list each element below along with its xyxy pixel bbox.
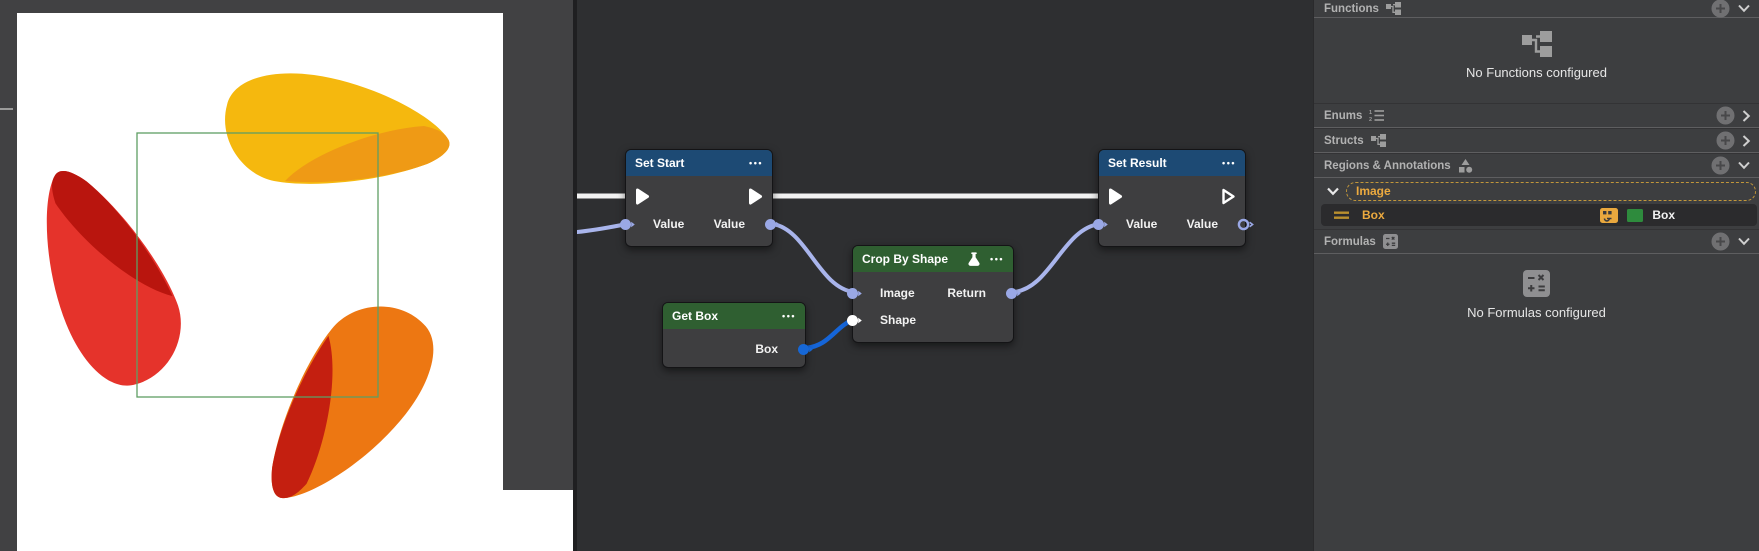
- value-wire-start-to-crop: [771, 222, 856, 294]
- value-wire-crop-to-result: [1012, 222, 1102, 294]
- regions-shapes-icon: [1458, 158, 1472, 173]
- exec-out-pin[interactable]: [1221, 188, 1236, 205]
- exec-in-pin[interactable]: [635, 188, 650, 205]
- node-menu-button[interactable]: •••: [749, 157, 763, 168]
- add-region-button[interactable]: [1711, 156, 1730, 175]
- secondary-page: [503, 490, 574, 551]
- functions-empty-state: No Functions configured: [1314, 18, 1759, 103]
- pin-label: Value: [713, 217, 745, 231]
- petal-orange: [271, 306, 434, 499]
- functions-empty-text: No Functions configured: [1466, 65, 1607, 80]
- node-set-start[interactable]: Set Start ••• Value Value: [620, 149, 780, 247]
- image-canvas[interactable]: [17, 13, 503, 551]
- chevron-down-icon[interactable]: [1737, 161, 1751, 170]
- node-header[interactable]: Set Start •••: [626, 150, 772, 176]
- experiment-flask-icon: [968, 252, 980, 266]
- exec-out-pin[interactable]: [748, 188, 763, 205]
- section-header-formulas[interactable]: Formulas: [1314, 229, 1759, 254]
- section-label: Formulas: [1324, 235, 1376, 248]
- section-label: Functions: [1324, 2, 1379, 15]
- svg-text:1: 1: [1369, 110, 1372, 116]
- chevron-down-icon[interactable]: [1737, 237, 1751, 246]
- structs-icon: [1370, 134, 1386, 147]
- value-out-pin[interactable]: [764, 218, 781, 231]
- pin-label: Box: [755, 342, 778, 356]
- panel-resize-handle[interactable]: [0, 108, 13, 110]
- pin-label: Value: [1126, 217, 1158, 231]
- node-header[interactable]: Crop By Shape •••: [853, 246, 1013, 272]
- exec-in-pin[interactable]: [1108, 188, 1123, 205]
- config-sidebar: Functions No Functions configured En: [1313, 0, 1759, 551]
- value-out-pin[interactable]: [1237, 218, 1254, 231]
- region-group-selected-outline[interactable]: Image: [1346, 181, 1756, 201]
- region-color-swatch: [1627, 208, 1644, 222]
- formulas-calculator-icon: [1382, 234, 1398, 249]
- section-header-regions[interactable]: Regions & Annotations: [1314, 153, 1759, 178]
- formulas-calculator-icon: [1523, 270, 1550, 297]
- node-title: Crop By Shape: [862, 252, 949, 266]
- shape-in-pin[interactable]: [846, 314, 863, 327]
- box-out-pin[interactable]: [797, 343, 814, 356]
- chevron-right-icon[interactable]: [1742, 134, 1751, 148]
- petal-yellow: [225, 73, 450, 184]
- chevron-right-icon[interactable]: [1742, 109, 1751, 123]
- value-in-pin[interactable]: [1092, 218, 1109, 231]
- formulas-empty-state: No Formulas configured: [1314, 254, 1759, 320]
- image-viewer-panel: [0, 0, 577, 551]
- formulas-empty-text: No Formulas configured: [1467, 305, 1606, 320]
- pin-label: Value: [653, 217, 685, 231]
- add-formula-button[interactable]: [1711, 232, 1730, 251]
- drag-handle-icon[interactable]: [1334, 211, 1349, 220]
- region-link-icon: [1600, 207, 1619, 223]
- region-group-row-image[interactable]: Image: [1314, 181, 1759, 201]
- add-function-button[interactable]: [1711, 0, 1730, 18]
- node-get-box[interactable]: Get Box ••• Box: [662, 302, 813, 368]
- section-label: Enums: [1324, 109, 1363, 122]
- functions-icon: [1385, 2, 1401, 15]
- node-graph-canvas[interactable]: Set Start ••• Value Value Set Re: [577, 0, 1313, 551]
- node-menu-button[interactable]: •••: [782, 310, 796, 321]
- viewer-graph-divider[interactable]: [573, 0, 577, 551]
- node-set-result[interactable]: Set Result ••• Value Value: [1093, 149, 1254, 247]
- node-menu-button[interactable]: •••: [1222, 157, 1236, 168]
- image-in-pin[interactable]: [846, 287, 863, 300]
- image-content: [46, 73, 450, 499]
- node-title: Set Start: [635, 156, 685, 170]
- pin-label: Image: [880, 286, 915, 300]
- section-label: Regions & Annotations: [1324, 159, 1451, 172]
- node-header[interactable]: Get Box •••: [663, 303, 805, 329]
- node-crop-by-shape[interactable]: Crop By Shape ••• Image Return: [847, 245, 1021, 343]
- section-header-structs[interactable]: Structs: [1314, 128, 1759, 153]
- node-menu-button[interactable]: •••: [990, 253, 1004, 264]
- return-out-pin[interactable]: [1005, 287, 1022, 300]
- node-title: Set Result: [1108, 156, 1167, 170]
- pin-label: Return: [947, 286, 986, 300]
- pin-label: Value: [1186, 217, 1218, 231]
- node-header[interactable]: Set Result •••: [1099, 150, 1245, 176]
- node-title: Get Box: [672, 309, 719, 323]
- region-group-label: Image: [1356, 184, 1391, 198]
- region-item-value: Box: [1652, 208, 1675, 222]
- add-enum-button[interactable]: [1716, 106, 1735, 125]
- chevron-down-icon[interactable]: [1737, 4, 1751, 13]
- add-struct-button[interactable]: [1716, 131, 1735, 150]
- pin-label: Shape: [880, 313, 917, 327]
- value-in-pin[interactable]: [619, 218, 636, 231]
- region-item-label: Box: [1362, 208, 1385, 222]
- section-header-functions[interactable]: Functions: [1314, 0, 1759, 18]
- section-label: Structs: [1324, 134, 1364, 147]
- svg-text:2: 2: [1369, 117, 1372, 122]
- functions-icon: [1521, 31, 1552, 57]
- enums-numbered-list-icon: 12: [1369, 110, 1385, 122]
- petal-red: [46, 171, 181, 386]
- chevron-down-icon[interactable]: [1326, 187, 1340, 196]
- region-item-row-box[interactable]: Box Box: [1321, 204, 1757, 226]
- region-box-overlay[interactable]: [136, 132, 379, 398]
